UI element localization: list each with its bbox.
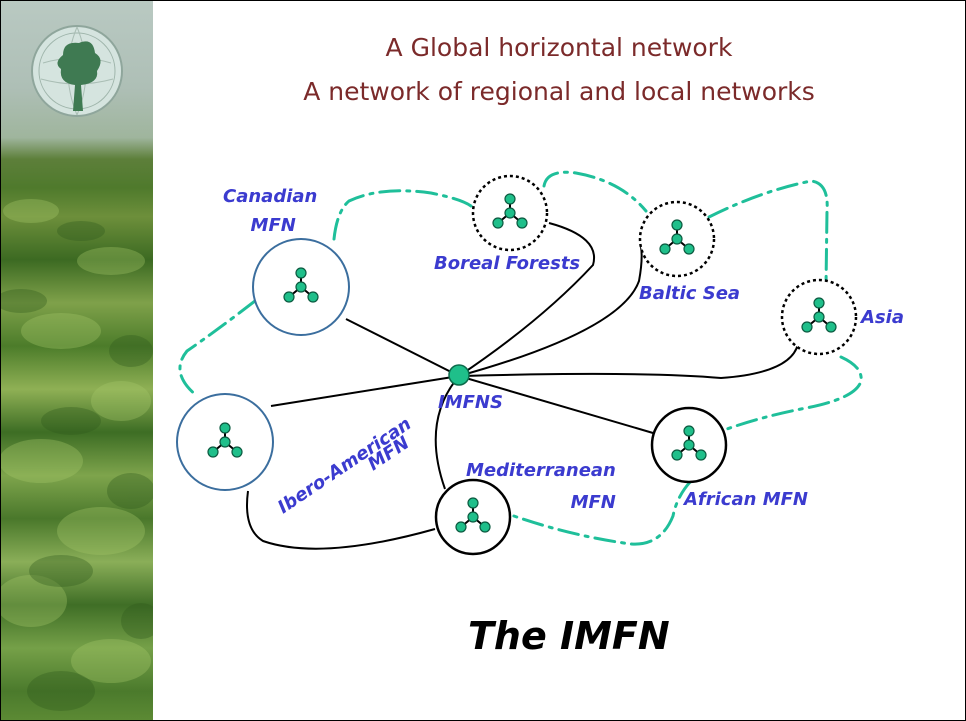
imfn-logo [31,25,123,117]
main-caption: The IMFN [468,614,670,658]
label-canadian: Canadian MFN [223,182,317,240]
hub-link-ibero [270,375,460,407]
label-mediterranean-line-1: Mediterranean [466,460,616,481]
network-glyph-asia [801,297,837,333]
network-glyph-canadian [283,267,319,303]
hub-link-mediterranean [434,375,460,490]
label-canadian-line-2: MFN [250,215,296,236]
foliage-texture [1,199,153,711]
hub-links [246,222,799,550]
label-asia: Asia [861,307,904,328]
network-glyph-baltic [659,219,695,255]
title-line-1: A Global horizontal network [385,33,733,62]
label-african: African MFN [684,489,808,510]
dashed-link-boreal-baltic [542,170,648,213]
label-imfns: IMFNS [438,392,503,413]
hub-link-african [458,375,654,434]
label-ibero-line-1: Ibero-American [274,413,415,518]
label-baltic: Baltic Sea [639,283,741,304]
dashed-link-asia-african [725,355,863,431]
label-mediterranean: Mediterranean MFN [466,455,616,519]
label-canadian-line-1: Canadian [223,186,318,207]
dashed-link-canadian-ibero [178,299,257,398]
hub-link-canadian [345,318,460,377]
side-photo-panel [1,1,153,720]
dashed-link-baltic-asia [707,179,829,288]
hub-link-boreal [458,222,596,377]
network-glyph-african [671,425,707,461]
label-mediterranean-line-2: MFN [570,492,616,513]
hub-link-baltic [458,246,643,377]
network-glyphs [207,193,837,533]
hub-link-asia [458,343,799,380]
network-glyph-ibero-american [207,422,243,458]
network-glyph-boreal [492,193,528,229]
link-ibero-mediterranean [246,490,436,550]
dashed-link-african-mediterranean [509,479,693,546]
label-boreal: Boreal Forests [434,253,581,274]
network-glyph-mediterranean [455,497,491,533]
regional-links [178,170,863,546]
dashed-link-canadian-boreal [332,189,473,241]
title-line-2: A network of regional and local networks [303,77,815,106]
imfns-hub-node [448,364,470,386]
